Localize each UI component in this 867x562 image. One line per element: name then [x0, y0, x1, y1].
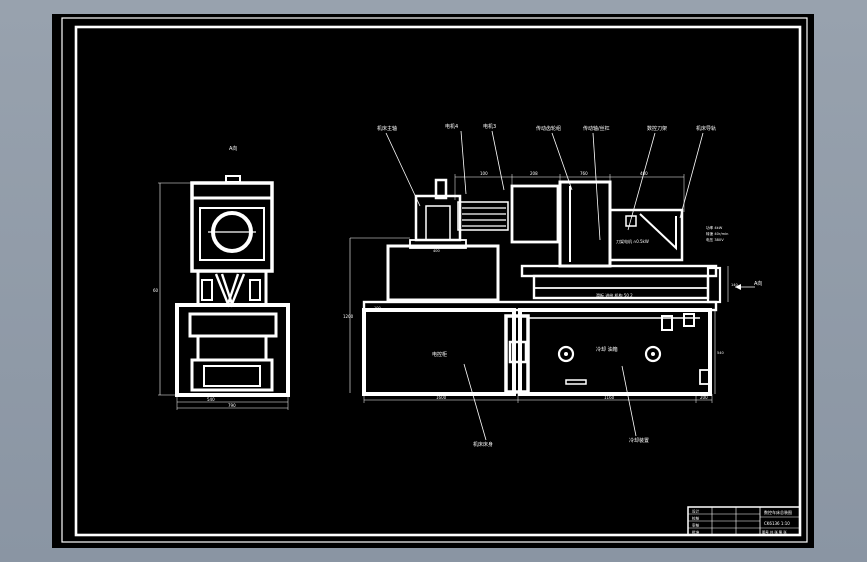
front-dim-right-text2: 540 [717, 351, 724, 355]
side-dim-inner-width-text: 540 [207, 397, 215, 402]
front-dim-top-3: 760 [580, 171, 588, 176]
view-arrow-head [735, 284, 741, 290]
spec-note-3: 电压 380V [706, 237, 724, 242]
middle-pillar [504, 314, 530, 394]
coolant-pump-right [644, 345, 662, 363]
callout-bed: 机床床身 [473, 441, 493, 448]
title-row-4: 批准 [692, 530, 700, 535]
side-mid-right-block [249, 279, 261, 301]
right-foot-valve [699, 369, 711, 385]
spec-note-2: 转速 40r/min [706, 231, 728, 236]
callout-spindle: 机床主轴 [377, 125, 397, 132]
side-dim-total-width-text: 790 [228, 403, 236, 408]
tail-block-2 [683, 313, 695, 327]
title-row-3: 审核 [692, 523, 700, 528]
front-dim-right-text: 140 [731, 283, 738, 287]
side-lower-inner-bottom [190, 358, 274, 392]
side-mid-left-block [201, 279, 213, 301]
tail-block [661, 315, 673, 331]
right-cabinet [518, 308, 712, 396]
left-cabinet-label: 电控柜 [432, 351, 447, 358]
drawing-number: CK6136 1:10 [764, 521, 790, 526]
view-arrow-label: A向 [754, 280, 762, 287]
bed-callout-leader [463, 363, 487, 441]
headstock-base [386, 244, 500, 302]
callout-motor4: 电机4 [445, 123, 458, 130]
coolant-pump-right-core [651, 352, 655, 356]
tool-post-motor [608, 208, 684, 262]
drain-slot [565, 379, 587, 385]
left-cabinet [362, 308, 516, 396]
front-dim-bottom-3: 200 [700, 395, 708, 400]
side-view: A向 60 540 790 [153, 145, 290, 410]
motor-3-housing [510, 184, 560, 244]
side-lower-drawer [203, 365, 261, 387]
motor-4-body [434, 178, 448, 200]
tool-post-flange [625, 215, 637, 227]
title-row-1: 设计 [692, 509, 700, 514]
coolant-pump-left [557, 345, 575, 363]
front-dim-bottom-1: 1600 [436, 395, 447, 400]
front-dim-bottom-2: 1160 [604, 395, 615, 400]
front-view: 机床主轴 电机4 电机3 传动齿轮组 传动轴/丝杠 数控刀架 机床导轨 100 … [343, 123, 762, 448]
inner-border [74, 25, 802, 537]
side-view-label: A向 [229, 145, 237, 152]
coolant-callout-leader [621, 365, 637, 437]
callout-guide-rail: 机床导轨 [696, 125, 716, 132]
coolant-pump-left-core [564, 352, 568, 356]
drawing-sheet [52, 14, 814, 548]
callout-motor3: 电机3 [483, 123, 496, 130]
callout-gear-group: 传动齿轮组 [536, 125, 561, 132]
front-dim-left-text: 1200 [343, 314, 354, 319]
title-footer: 图号 共 张 第 张 [762, 530, 787, 535]
outer-border [61, 17, 808, 543]
tool-post-bracket [639, 213, 677, 251]
spindle-fins [462, 207, 506, 227]
spec-note-1: 功率 4kW [706, 225, 723, 230]
headstock-saddle [409, 239, 467, 249]
title-block: 设计 校核 审核 批准 数控车床总装图 CK6136 1:10 图号 共 张 第… [687, 506, 801, 536]
front-dim-top-2: 208 [530, 171, 538, 176]
dim-box-small: 40 [512, 353, 516, 357]
carriage-label: 滑板 进给 机构 50 2 [596, 292, 633, 298]
callout-lead-screw: 传动轴/丝杠 [583, 125, 610, 132]
side-upper-inner [199, 207, 265, 261]
side-lower-cabinet [175, 303, 290, 397]
callout-tool-post: 数控刀架 [647, 125, 667, 132]
title-row-2: 校核 [692, 516, 700, 521]
spindle-coupling [457, 201, 509, 231]
front-dim-top-1: 100 [480, 171, 488, 176]
drawing-title: 数控车床总装图 [764, 509, 792, 515]
motor-note: 刀架电机 ∩0.5kW [616, 238, 649, 244]
callout-coolant: 冷却装置 [629, 437, 649, 444]
side-dim-height-text: 60 [153, 288, 159, 293]
dim-mid-small: 400 [433, 249, 440, 253]
front-dim-top-4: 480 [640, 171, 648, 176]
right-cabinet-label: 冷却 油箱 [596, 346, 618, 353]
